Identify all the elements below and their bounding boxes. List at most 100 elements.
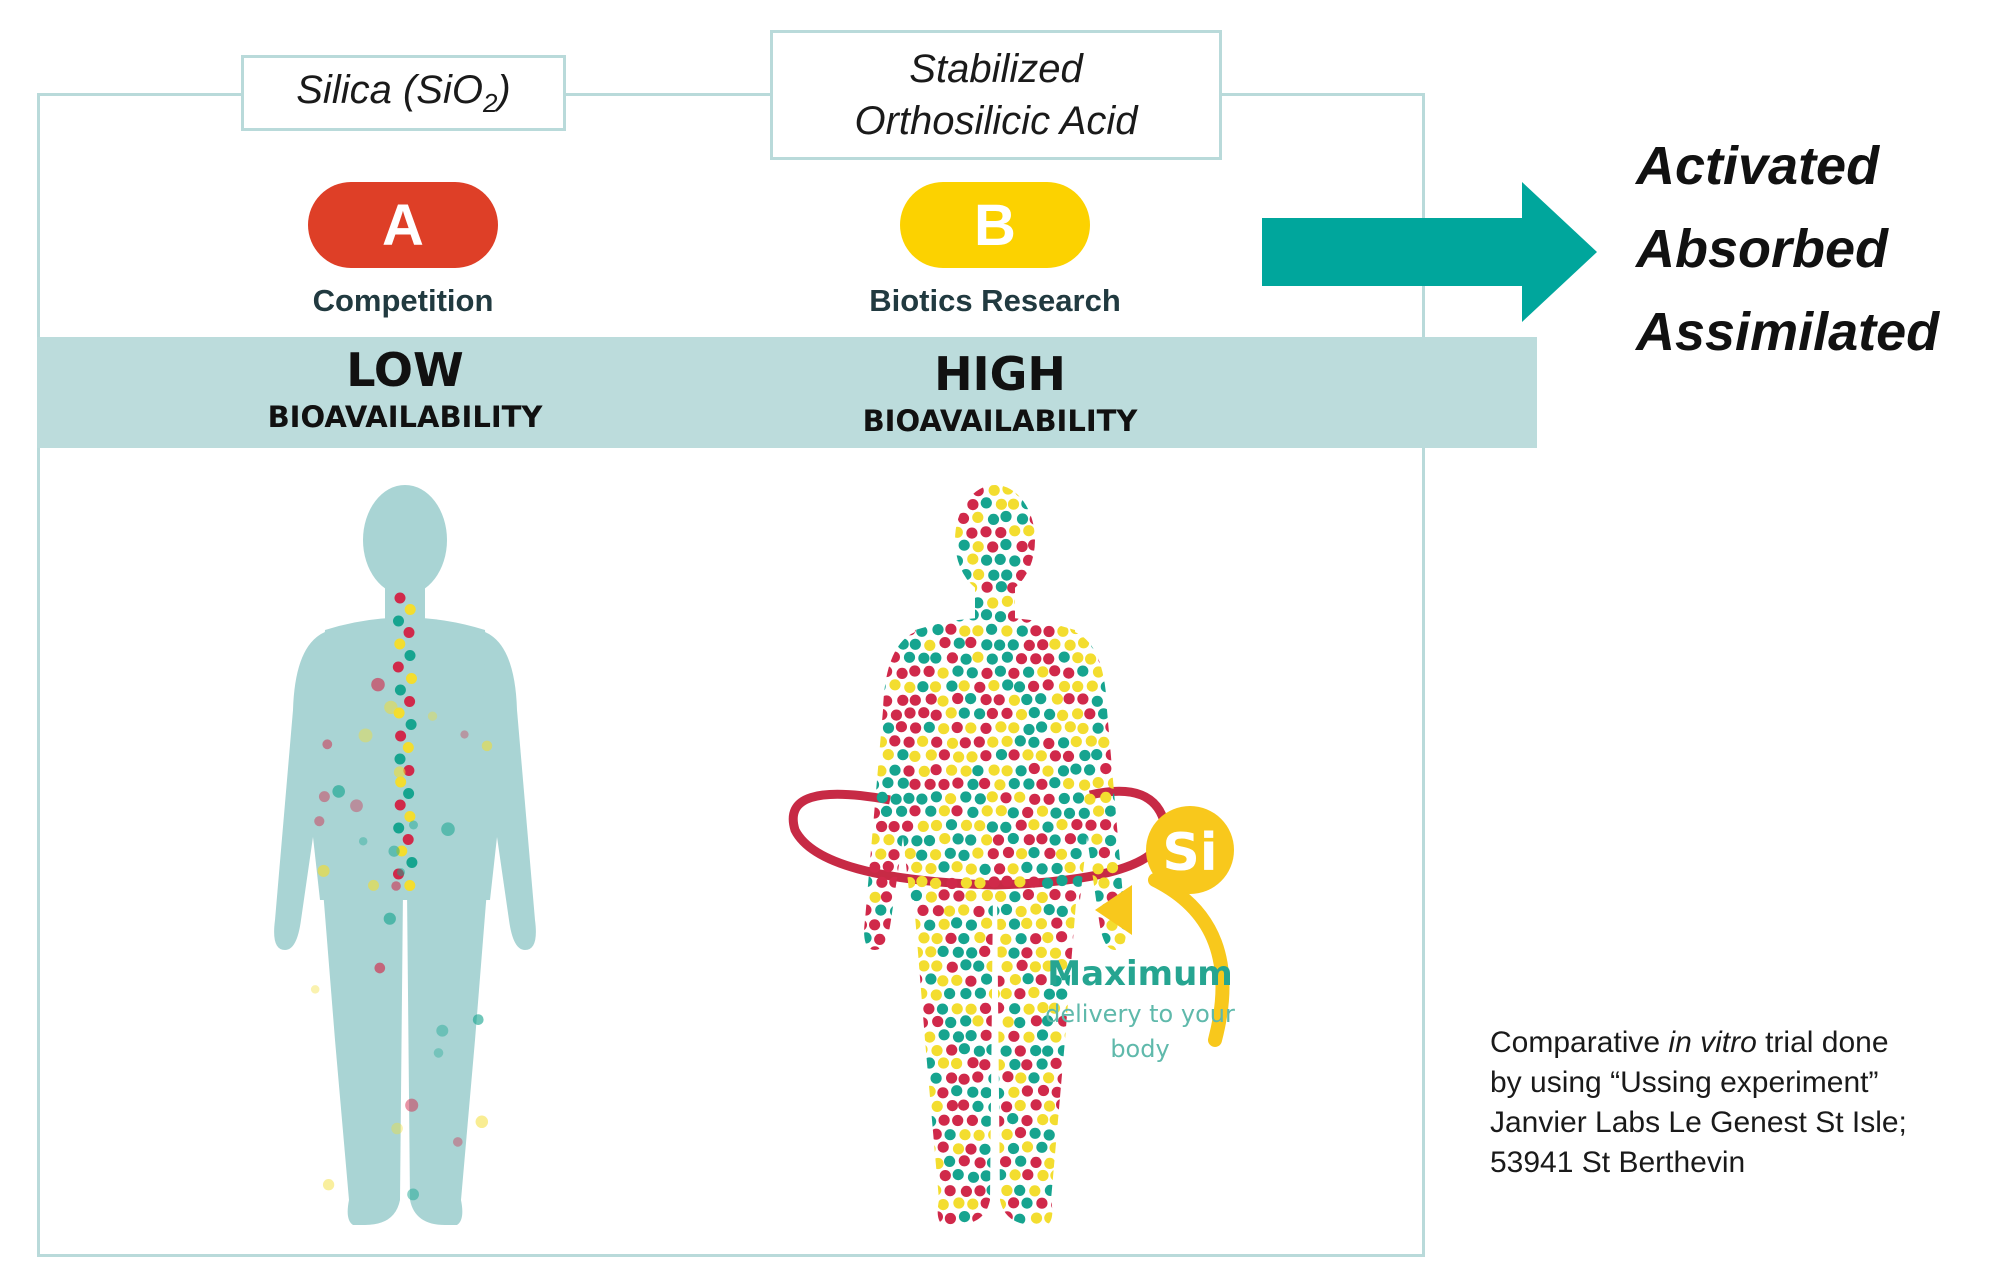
silica-dot — [1044, 1212, 1056, 1224]
si-badge-text: Si — [1162, 823, 1217, 883]
silica-dot — [939, 637, 951, 649]
study-note-line3: Janvier Labs Le Genest St Isle; — [1490, 1106, 1907, 1139]
silica-dot — [931, 1100, 943, 1112]
orthosilicic-label-line2: Orthosilicic Acid — [854, 99, 1138, 143]
silica-dot — [1036, 1197, 1048, 1209]
silica-dot — [1071, 819, 1083, 831]
silica-dot — [876, 1183, 888, 1195]
silica-dot — [1035, 918, 1047, 930]
silica-dot — [972, 485, 984, 497]
silica-dot — [1050, 498, 1062, 510]
silica-dot — [1070, 848, 1082, 860]
silica-dot — [1014, 735, 1026, 747]
silica-dot — [1072, 875, 1084, 887]
silica-dot — [959, 625, 971, 637]
silica-dot — [937, 695, 949, 707]
silica-dot — [981, 554, 993, 566]
silica-dot — [974, 987, 986, 999]
silica-dot — [889, 932, 901, 944]
silica-dot — [402, 742, 414, 753]
silica-dot — [875, 765, 887, 777]
silica-dot — [1069, 597, 1082, 609]
silica-dot — [945, 932, 957, 944]
silica-dot — [938, 581, 950, 593]
silica-dot — [1049, 750, 1061, 762]
silica-dot — [864, 974, 867, 986]
silica-dot — [1028, 876, 1040, 888]
silica-dot — [1001, 625, 1013, 637]
silica-dot — [1100, 1184, 1113, 1196]
silica-dot — [322, 1179, 335, 1191]
silica-dot — [938, 749, 950, 761]
silica-dot — [1105, 749, 1117, 761]
silica-dot — [1127, 1101, 1138, 1112]
silica-dot — [1036, 891, 1048, 904]
silica-dot — [1000, 1045, 1012, 1057]
silica-dot — [951, 721, 963, 734]
silica-dot — [1008, 1226, 1019, 1237]
silica-dot — [358, 837, 368, 846]
silica-dot — [944, 847, 956, 859]
silica-dot — [1092, 722, 1104, 734]
silica-dot — [875, 1043, 887, 1055]
silica-dot — [1028, 680, 1040, 692]
silica-dot — [917, 735, 929, 747]
silica-dot — [403, 627, 415, 638]
silica-dot — [1064, 833, 1076, 845]
silica-dot — [1023, 639, 1035, 651]
silica-dot — [1090, 1198, 1103, 1210]
high-bioavailability-label: BIOAVAILABILITY — [862, 404, 1138, 438]
silica-dot — [1063, 1199, 1075, 1211]
silica-dot — [904, 681, 916, 693]
silica-dot — [974, 877, 986, 889]
silica-dot — [1021, 947, 1033, 959]
silica-dot — [864, 1100, 875, 1112]
silica-dot — [889, 679, 901, 691]
silica-dot — [368, 879, 379, 891]
silica-dot — [1049, 777, 1061, 789]
silica-dot — [925, 610, 937, 622]
silica-dot — [896, 1085, 908, 1097]
silica-dot — [995, 1227, 1006, 1238]
silica-dot — [981, 639, 993, 651]
silica-dot — [1079, 749, 1091, 762]
silica-dot — [1057, 512, 1069, 524]
silica-dot — [982, 1227, 993, 1238]
silica-dot — [867, 525, 879, 537]
maximum-text: Maximum — [1047, 954, 1232, 994]
silica-dot — [882, 749, 894, 761]
silica-dot — [869, 946, 881, 958]
silica-dot — [960, 959, 972, 971]
silica-dot — [1072, 931, 1084, 943]
silica-dot — [1091, 1057, 1103, 1069]
silica-dot — [903, 792, 915, 804]
silica-dot — [404, 880, 416, 891]
silica-dot — [1016, 848, 1028, 860]
silica-dot — [1013, 681, 1026, 693]
silica-dot — [988, 876, 1000, 888]
silica-dot — [980, 1170, 992, 1182]
silica-dot — [930, 652, 942, 664]
silica-dot — [889, 735, 901, 747]
silica-dot — [889, 1072, 901, 1084]
silica-dot — [1000, 792, 1012, 804]
silica-dot — [864, 988, 874, 1001]
silica-dot — [1121, 1087, 1126, 1099]
silica-dot — [1000, 510, 1012, 523]
silica-dot — [402, 834, 414, 845]
silica-dot — [945, 1016, 957, 1029]
silica-dot — [1049, 834, 1061, 846]
silica-dot — [393, 766, 406, 779]
silica-dot — [433, 1048, 444, 1058]
silica-dot — [1077, 833, 1089, 845]
delivery-text-line2: body — [1110, 1035, 1169, 1063]
silica-dot — [986, 1044, 998, 1056]
silica-dot — [1084, 1101, 1096, 1113]
silica-dot — [979, 1143, 991, 1155]
silica-dot — [924, 1031, 936, 1043]
silica-dot — [932, 905, 944, 917]
silica-dot — [1092, 863, 1104, 875]
silica-dot — [1063, 554, 1075, 566]
silica-dot — [1044, 567, 1057, 579]
silica-dot — [960, 569, 972, 581]
